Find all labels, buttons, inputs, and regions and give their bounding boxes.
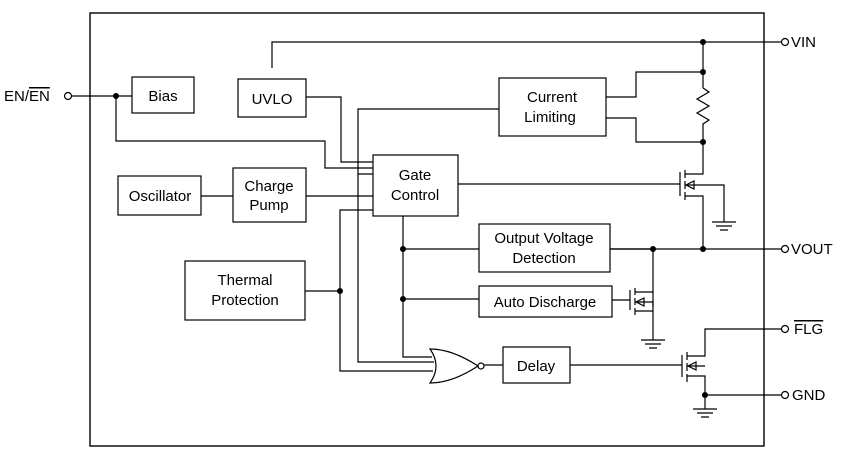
pin-vout: VOUT (780, 241, 833, 258)
delay-label: Delay (517, 358, 556, 375)
wires (72, 41, 782, 418)
auto-discharge-block: Auto Discharge (478, 285, 613, 318)
chip-boundary (89, 12, 765, 447)
gate-control-label-line1: Gate (399, 167, 432, 184)
pin-vout-terminal (780, 244, 790, 254)
pin-flg-label: FLG (794, 321, 823, 338)
pin-gnd-label: GND (792, 387, 826, 404)
uvlo-block: UVLO (237, 78, 307, 118)
charge-pump-block: Charge Pump (232, 167, 307, 223)
pin-vin-label: VIN (791, 34, 816, 51)
auto-discharge-label: Auto Discharge (494, 294, 597, 311)
output-voltage-detection-label-line2: Detection (512, 250, 575, 267)
pin-gnd: GND (780, 387, 826, 404)
delay-block: Delay (502, 346, 571, 384)
pin-vin: VIN (780, 34, 816, 51)
oscillator-label: Oscillator (129, 188, 192, 205)
thermal-protection-block: Thermal Protection (184, 260, 306, 321)
pin-en-label-main: EN/ (4, 88, 30, 105)
uvlo-label: UVLO (252, 91, 293, 108)
thermal-protection-label-line1: Thermal (217, 272, 272, 289)
or-gate (428, 348, 480, 384)
junction-dots (113, 39, 708, 398)
pin-en-label-bar: EN (29, 88, 50, 105)
pin-flg-terminal (780, 324, 790, 334)
or-gate-inverter-bubble (477, 362, 485, 370)
charge-pump-label-line2: Pump (249, 197, 288, 214)
pin-vin-terminal (780, 37, 790, 47)
pin-en-label: EN/EN (4, 88, 50, 105)
output-voltage-detection-block: Output Voltage Detection (478, 223, 611, 273)
pin-en: EN/EN (4, 88, 73, 105)
thermal-protection-label-line2: Protection (211, 292, 279, 309)
bias-block: Bias (131, 76, 195, 114)
gate-control-label-line2: Control (391, 187, 439, 204)
bias-label: Bias (148, 88, 177, 105)
current-limiting-block: Current Limiting (498, 77, 607, 137)
output-voltage-detection-label-line1: Output Voltage (494, 230, 593, 247)
pin-en-terminal (63, 91, 73, 101)
charge-pump-label-line1: Charge (244, 178, 293, 195)
current-limiting-label-line2: Limiting (524, 109, 576, 126)
current-limiting-label-line1: Current (527, 89, 578, 106)
oscillator-block: Oscillator (117, 175, 202, 216)
pin-gnd-terminal (780, 390, 790, 400)
pin-flg: FLG (780, 321, 823, 338)
pin-vout-label: VOUT (791, 241, 833, 258)
gate-control-block: Gate Control (372, 154, 459, 217)
